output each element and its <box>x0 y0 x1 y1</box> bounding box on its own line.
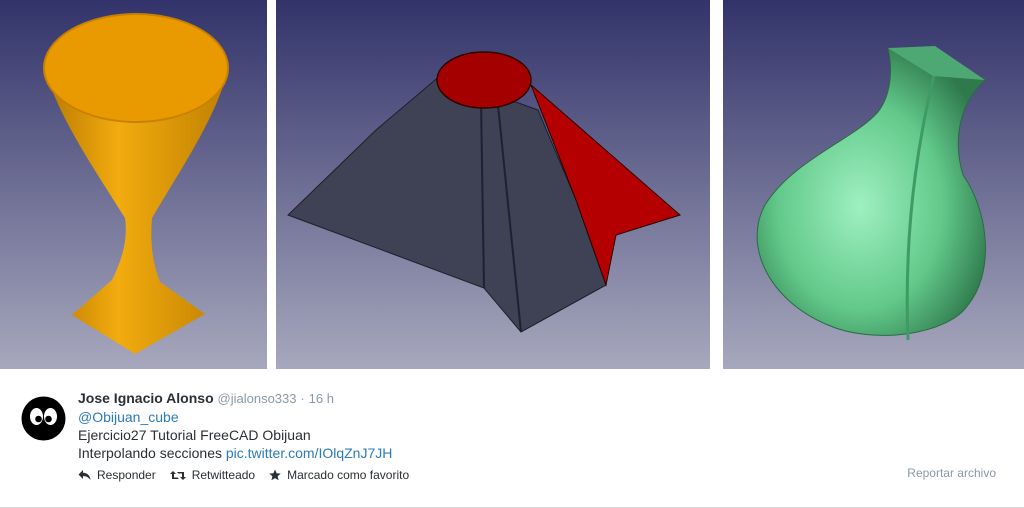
tweet-content: Jose Ignacio Alonso @jialonso333 · 16 h … <box>78 389 978 462</box>
prism-render-graphic <box>276 0 710 369</box>
mention-link[interactable]: @Obijuan_cube <box>78 409 179 425</box>
tweet-text-mention-line: @Obijuan_cube <box>78 408 978 426</box>
cup-render-graphic <box>0 0 267 369</box>
image-prism-render[interactable] <box>276 0 710 369</box>
image-vase-render[interactable] <box>723 0 1024 369</box>
tweet-card: Jose Ignacio Alonso @jialonso333 · 16 h … <box>0 369 1024 508</box>
header-separator: · <box>300 391 305 406</box>
tweet-text-line-1: Ejercicio27 Tutorial FreeCAD Obijuan <box>78 427 311 443</box>
tweet-text-line-2-text: Interpolando secciones <box>78 445 226 461</box>
favorite-label: Marcado como favorito <box>287 468 410 482</box>
retweet-label: Retwitteado <box>191 468 256 482</box>
report-media-link[interactable]: Reportar archivo <box>907 466 996 480</box>
eyes-avatar-icon <box>21 396 66 441</box>
author-username[interactable]: @jialonso333 <box>217 391 297 406</box>
image-cup-render[interactable] <box>0 0 267 369</box>
avatar[interactable] <box>20 395 67 442</box>
retweet-button[interactable]: Retwitteado <box>169 468 256 482</box>
vase-render-graphic <box>723 0 1024 369</box>
favorite-button[interactable]: Marcado como favorito <box>269 468 409 482</box>
retweet-icon <box>169 470 186 480</box>
reply-label: Responder <box>97 468 156 482</box>
author-fullname[interactable]: Jose Ignacio Alonso <box>78 390 214 406</box>
media-gallery <box>0 0 1024 369</box>
pic-link[interactable]: pic.twitter.com/IOlqZnJ7JH <box>225 445 393 461</box>
reply-icon <box>78 470 91 480</box>
star-icon <box>269 469 281 481</box>
reply-button[interactable]: Responder <box>78 468 156 482</box>
tweet-actions: Responder Retwitteado Marcado como favor… <box>78 468 423 482</box>
tweet-timestamp[interactable]: 16 h <box>308 391 334 406</box>
tweet-text-line-2: Interpolando secciones pic.twitter.com/I… <box>78 444 978 462</box>
tweet-header: Jose Ignacio Alonso @jialonso333 · 16 h <box>78 389 978 408</box>
